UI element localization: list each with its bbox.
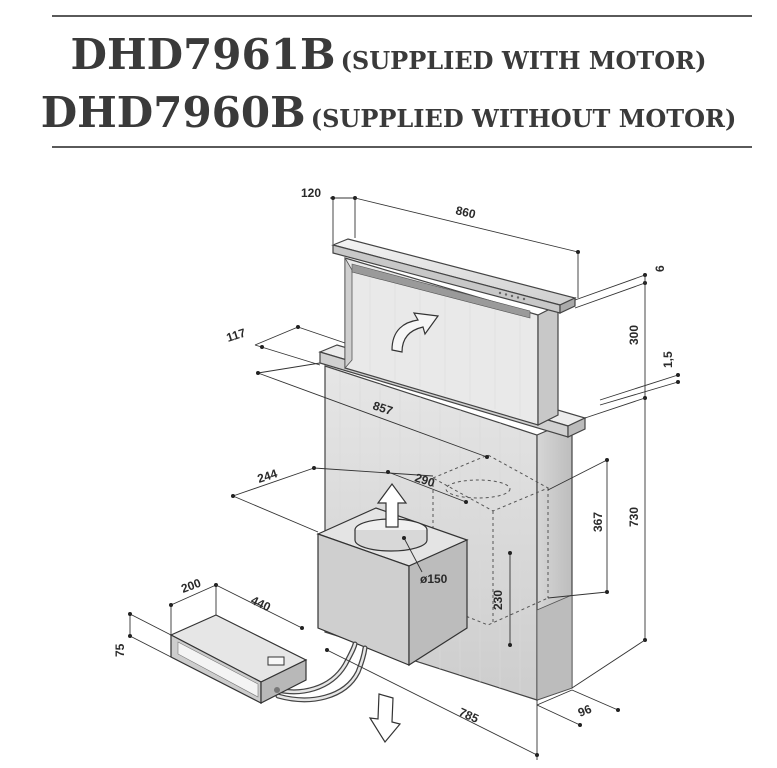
title-line-1: DHD7961B (SUPPLIED WITH MOTOR) <box>0 30 777 79</box>
model-without-motor: DHD7960B <box>40 88 306 137</box>
top-rule <box>52 15 752 17</box>
dim-230: 230 <box>491 590 505 610</box>
dim-244: 244 <box>256 466 280 486</box>
dim-117: 117 <box>225 325 248 344</box>
model-with-motor: DHD7961B <box>70 30 336 79</box>
dim-300: 300 <box>627 325 641 345</box>
dim-200: 200 <box>179 576 203 596</box>
dim-857: 857 <box>371 399 395 419</box>
dim-120: 120 <box>301 186 321 200</box>
electronics-box <box>169 614 308 704</box>
dim-6: 6 <box>653 265 667 272</box>
dim-785: 785 <box>457 705 481 726</box>
title-line-2: DHD7960B (SUPPLIED WITHOUT MOTOR) <box>0 88 777 137</box>
dim-75: 75 <box>113 643 127 657</box>
dim-1-5: 1,5 <box>661 351 675 368</box>
note-with-motor: (SUPPLIED WITH MOTOR) <box>340 46 707 75</box>
dim-290: 290 <box>413 471 437 491</box>
dim-730: 730 <box>627 507 641 527</box>
dimension-lines <box>128 196 680 760</box>
dim-96: 96 <box>576 702 594 720</box>
note-without-motor: (SUPPLIED WITHOUT MOTOR) <box>310 104 737 133</box>
down-arrow-icon <box>368 693 402 744</box>
dim-367: 367 <box>591 512 605 532</box>
up-arrow-icon <box>376 482 408 528</box>
duct-box <box>316 507 469 667</box>
bottom-rule <box>52 146 752 148</box>
top-cap <box>331 238 577 319</box>
dim-diameter-150: ø150 <box>420 572 448 586</box>
dim-860: 860 <box>454 203 477 221</box>
airflow-arrow-icon <box>391 312 440 353</box>
dim-440: 440 <box>249 593 273 614</box>
